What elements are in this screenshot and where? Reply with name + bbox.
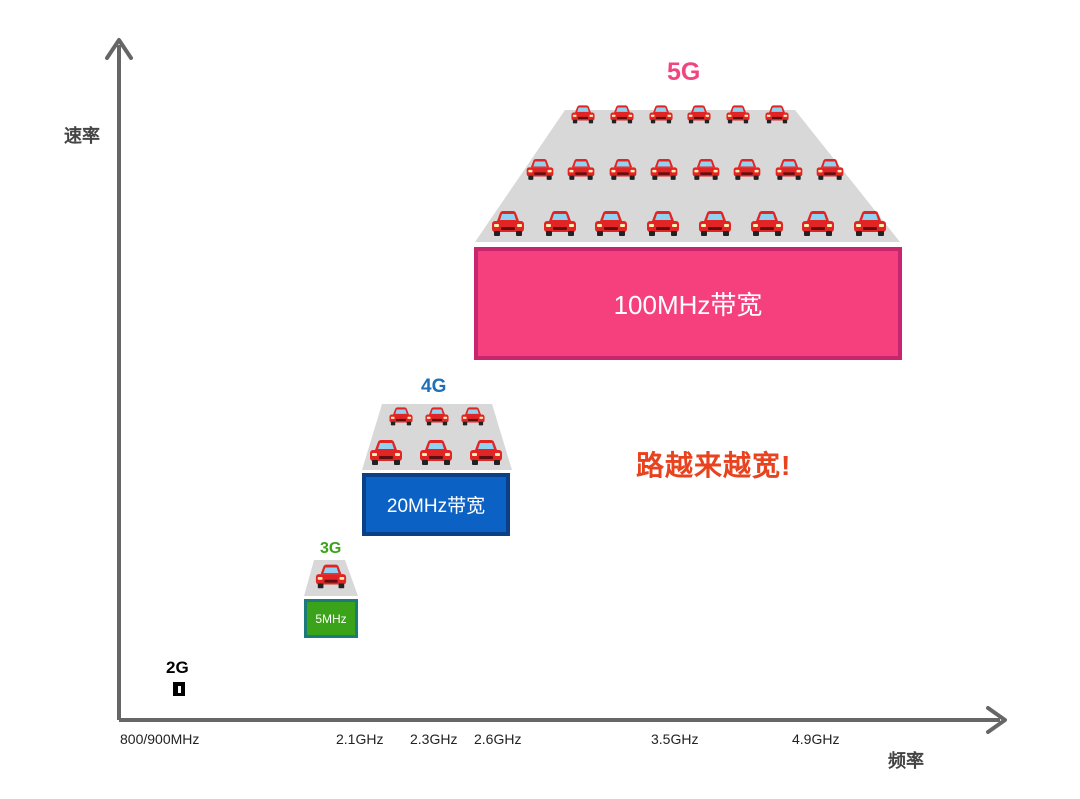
x-axis-arrow-icon bbox=[986, 706, 1007, 734]
car-icon bbox=[593, 209, 629, 237]
gen-2g-label: 2G bbox=[166, 658, 189, 677]
car-icon bbox=[691, 157, 721, 181]
gen-3g-label: 3G bbox=[320, 540, 342, 557]
band-4g-label: 20MHz带宽 bbox=[386, 496, 486, 517]
car-icon bbox=[648, 104, 674, 124]
car-icon bbox=[815, 157, 845, 181]
x-tick-2-6ghz: 2.6GHz bbox=[474, 731, 522, 747]
y-axis-title: 速率 bbox=[64, 126, 100, 146]
car-icon bbox=[852, 209, 888, 237]
y-axis-arrow-icon bbox=[105, 38, 133, 60]
x-tick-2-3ghz: 2.3GHz bbox=[410, 731, 458, 747]
car-icon bbox=[725, 104, 751, 124]
headline-text: 路越来越宽! bbox=[636, 450, 792, 481]
x-axis-title: 频率 bbox=[888, 751, 924, 771]
gen-5g-label: 5G bbox=[667, 58, 701, 86]
car-icon bbox=[460, 406, 486, 426]
band-2g bbox=[173, 682, 185, 696]
gen-4g-label: 4G bbox=[421, 376, 447, 397]
car-icon bbox=[570, 104, 596, 124]
car-icon bbox=[686, 104, 712, 124]
band-3g-label: 5MHz bbox=[315, 611, 347, 626]
band-3g: 5MHz bbox=[304, 599, 358, 638]
band-4g: 20MHz带宽 bbox=[362, 473, 510, 536]
road-5g bbox=[475, 110, 900, 242]
car-icon bbox=[368, 438, 404, 466]
car-icon bbox=[388, 406, 414, 426]
band-2g-mark bbox=[177, 685, 181, 693]
car-icon bbox=[418, 438, 454, 466]
car-icon bbox=[800, 209, 836, 237]
x-tick-2-1ghz: 2.1GHz bbox=[336, 731, 384, 747]
x-tick-3-5ghz: 3.5GHz bbox=[651, 731, 699, 747]
car-icon bbox=[697, 209, 733, 237]
car-icon bbox=[525, 157, 555, 181]
car-icon bbox=[314, 563, 348, 589]
car-icon bbox=[749, 209, 785, 237]
car-icon bbox=[542, 209, 578, 237]
car-icon bbox=[649, 157, 679, 181]
car-icon bbox=[566, 157, 596, 181]
car-icon bbox=[609, 104, 635, 124]
car-icon bbox=[608, 157, 638, 181]
car-icon bbox=[468, 438, 504, 466]
band-5g: 100MHz带宽 bbox=[474, 247, 902, 360]
x-tick-4-9ghz: 4.9GHz bbox=[792, 731, 840, 747]
car-icon bbox=[424, 406, 450, 426]
car-icon bbox=[490, 209, 526, 237]
band-5g-label: 100MHz带宽 bbox=[613, 290, 763, 320]
x-tick-800-900mhz: 800/900MHz bbox=[120, 731, 200, 747]
car-icon bbox=[645, 209, 681, 237]
car-icon bbox=[764, 104, 790, 124]
car-icon bbox=[732, 157, 762, 181]
car-icon bbox=[774, 157, 804, 181]
